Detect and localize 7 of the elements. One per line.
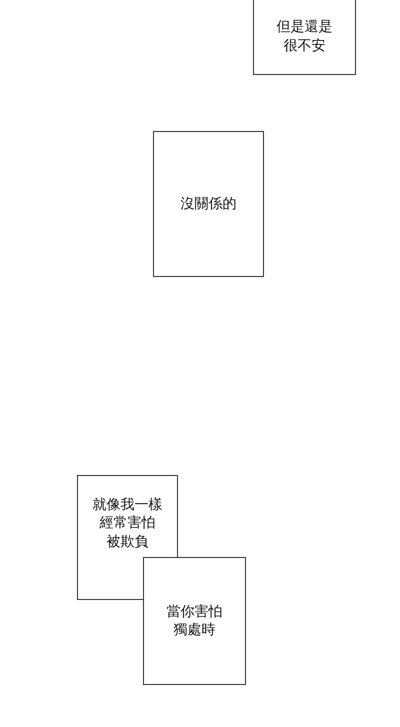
dialogue-text: 就像我一樣經常害怕被欺負 (92, 496, 162, 551)
dialogue-text: 但是還是很不安 (276, 18, 332, 55)
speech-panel (153, 131, 264, 277)
speech-panel (253, 0, 356, 75)
dialogue-text: 當你害怕獨處時 (166, 602, 222, 640)
speech-panel (143, 557, 246, 685)
dialogue-text: 沒關係的 (180, 194, 236, 214)
